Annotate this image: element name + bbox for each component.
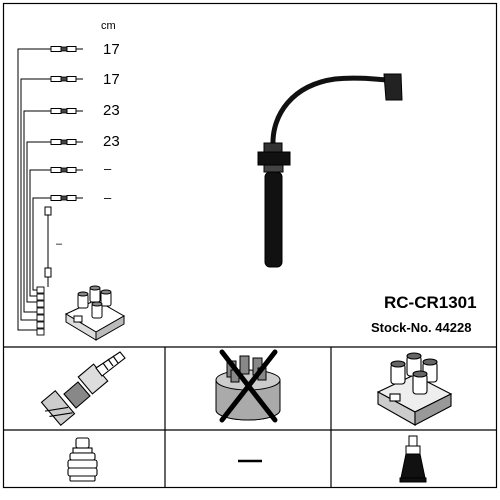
length-unit-label: cm [101,20,116,32]
lead-length-5: – [104,161,112,176]
short-lead [44,206,52,287]
lead-schematic [17,48,45,331]
coil-boot-icon [399,435,427,483]
lead-length-3: 23 [103,102,120,119]
plug-boot-icon [67,437,98,482]
spark-plug-icon [40,351,126,427]
short-lead-length: – [56,238,63,250]
part-number: RC-CR1301 [384,293,477,312]
terminal-stack [36,286,45,336]
schematic-coil-icon [64,285,126,341]
lead-connectors [44,46,84,201]
lead-length-6: – [104,190,112,205]
lead-length-1: 17 [103,41,120,58]
ignition-coil-icon [376,352,453,426]
ignition-lead-illustration [257,73,403,268]
lead-length-4: 23 [103,133,120,150]
not-included-cross [219,349,278,423]
outer-frame [2,2,498,489]
stock-number: Stock-No. 44228 [371,320,472,335]
lead-length-2: 17 [103,71,120,88]
